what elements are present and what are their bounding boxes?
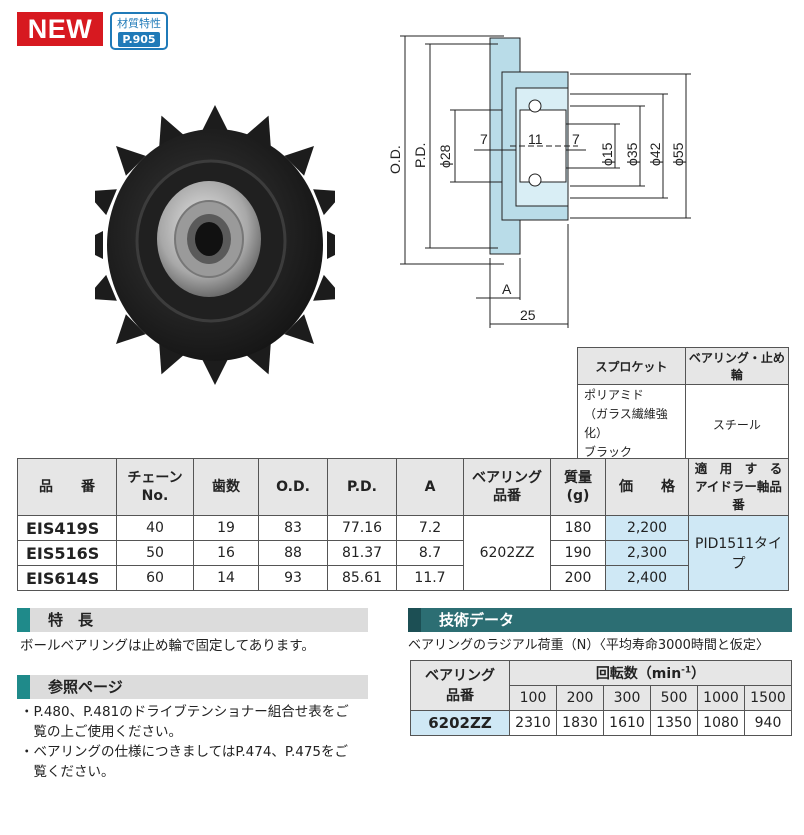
pd-label: P.D. — [412, 143, 428, 168]
table-row: EIS516S 50 16 88 81.37 8.7 190 2,300 — [17, 540, 789, 566]
load-value: 1830 — [556, 710, 604, 736]
col-a: A — [396, 458, 464, 516]
rpm-value: 200 — [556, 685, 604, 711]
mass: 200 — [550, 565, 606, 591]
idler-shaft: PID1511タイプ — [688, 515, 789, 591]
price: 2,400 — [605, 565, 689, 591]
load-value: 940 — [744, 710, 792, 736]
reference-item: 覧の上ご使用ください。 — [20, 724, 182, 740]
col-pd: P.D. — [327, 458, 397, 516]
w7a-label: 7 — [480, 131, 488, 147]
sprocket-material-line: ポリアミド — [584, 388, 644, 402]
dimension-drawing: O.D. P.D. ϕ28 7 11 7 ϕ15 ϕ35 ϕ42 ϕ55 A 2… — [387, 35, 691, 328]
sprocket-material-line: ブラック — [584, 445, 633, 459]
d55-label: ϕ55 — [670, 142, 686, 166]
w25-label: 25 — [520, 307, 536, 323]
chain-no: 40 — [116, 515, 194, 541]
chain-no: 60 — [116, 565, 194, 591]
rpm-value: 1500 — [744, 685, 792, 711]
rpm-value: 1000 — [697, 685, 745, 711]
col-od: O.D. — [258, 458, 328, 516]
tech-table: ベアリング品番 回転数（min-1） 100 200 300 500 1000 … — [410, 660, 792, 736]
material-label: 材質特性 — [117, 17, 161, 30]
a-value: 7.2 — [396, 515, 464, 541]
table-row: EIS419S 40 19 83 77.16 7.2 6202ZZ 180 2,… — [17, 515, 789, 591]
rpm-value: 500 — [650, 685, 698, 711]
reference-item[interactable]: ・P.480、P.481のドライブテンショナー組合せ表をご — [20, 704, 349, 720]
features-text: ボールベアリングは止め輪で固定してあります。 — [20, 638, 315, 654]
sprocket-photo — [95, 105, 335, 385]
load-value: 1080 — [697, 710, 745, 736]
load-value: 1350 — [650, 710, 698, 736]
reference-item: 覧ください。 — [20, 764, 115, 780]
col-price: 価 格 — [605, 458, 689, 516]
mass: 190 — [550, 540, 606, 566]
od: 93 — [258, 565, 328, 591]
mass: 180 — [550, 515, 606, 541]
d42-label: ϕ42 — [647, 142, 663, 166]
od: 83 — [258, 515, 328, 541]
col-teeth: 歯数 — [193, 458, 259, 516]
bearing-no: 6202ZZ — [463, 515, 551, 591]
a-label: A — [502, 281, 512, 297]
price: 2,200 — [605, 515, 689, 541]
chain-no: 50 — [116, 540, 194, 566]
reference-heading: 参照ページ — [17, 675, 368, 699]
table-row: EIS614S 60 14 93 85.61 11.7 200 2,400 — [17, 565, 789, 591]
tech-part-number: 6202ZZ — [410, 710, 510, 736]
pd: 77.16 — [327, 515, 397, 541]
reference-item[interactable]: ・ベアリングの仕様につきましてはP.474、P.475をご — [20, 744, 349, 760]
teeth: 19 — [193, 515, 259, 541]
col-mass: 質量(g) — [550, 458, 606, 516]
tech-col-bearing: ベアリング品番 — [410, 660, 510, 711]
reference-list: ・P.480、P.481のドライブテンショナー組合せ表をご 覧の上ご使用ください… — [20, 702, 380, 782]
a-value: 8.7 — [396, 540, 464, 566]
col-part: 品 番 — [17, 458, 117, 516]
col-idler: 適 用 す るアイドラー軸品番 — [688, 458, 789, 516]
mat-header-bearing: ベアリング・止め輪 — [684, 347, 790, 385]
w7b-label: 7 — [572, 131, 580, 147]
tech-heading: 技術データ — [408, 608, 792, 632]
rpm-value: 300 — [603, 685, 651, 711]
d35-label: ϕ35 — [624, 142, 640, 166]
material-properties-badge[interactable]: 材質特性 P.905 — [110, 12, 168, 50]
pd: 85.61 — [327, 565, 397, 591]
od: 88 — [258, 540, 328, 566]
d15-label: ϕ15 — [599, 142, 615, 166]
d28-label: ϕ28 — [437, 144, 453, 168]
teeth: 16 — [193, 540, 259, 566]
teeth: 14 — [193, 565, 259, 591]
rpm-value: 100 — [509, 685, 557, 711]
new-badge: NEW — [17, 12, 103, 46]
tech-col-rpm: 回転数（min-1） — [509, 660, 792, 686]
col-bearing: ベアリング品番 — [463, 458, 551, 516]
sprocket-material: ポリアミド （ガラス繊維強化） ブラック — [577, 384, 686, 464]
part-number[interactable]: EIS419S — [17, 515, 117, 541]
part-number[interactable]: EIS516S — [17, 540, 117, 566]
sprocket-material-line: （ガラス繊維強化） — [584, 407, 668, 440]
tech-subtitle: ベアリングのラジアル荷重（N）〈平均寿命3000時間と仮定〉 — [408, 638, 769, 653]
material-table: スプロケット ベアリング・止め輪 ポリアミド （ガラス繊維強化） ブラック スチ… — [577, 347, 790, 464]
od-label: O.D. — [387, 145, 403, 174]
pd: 81.37 — [327, 540, 397, 566]
features-heading: 特 長 — [17, 608, 368, 632]
table-row: 6202ZZ 2310 1830 1610 1350 1080 940 — [410, 710, 792, 736]
part-number[interactable]: EIS614S — [17, 565, 117, 591]
mat-header-sprocket: スプロケット — [577, 347, 686, 385]
w11-label: 11 — [528, 131, 543, 147]
material-page-ref: P.905 — [118, 32, 160, 47]
load-value: 1610 — [603, 710, 651, 736]
bearing-material: スチール — [684, 384, 790, 464]
price: 2,300 — [605, 540, 689, 566]
load-value: 2310 — [509, 710, 557, 736]
a-value: 11.7 — [396, 565, 464, 591]
